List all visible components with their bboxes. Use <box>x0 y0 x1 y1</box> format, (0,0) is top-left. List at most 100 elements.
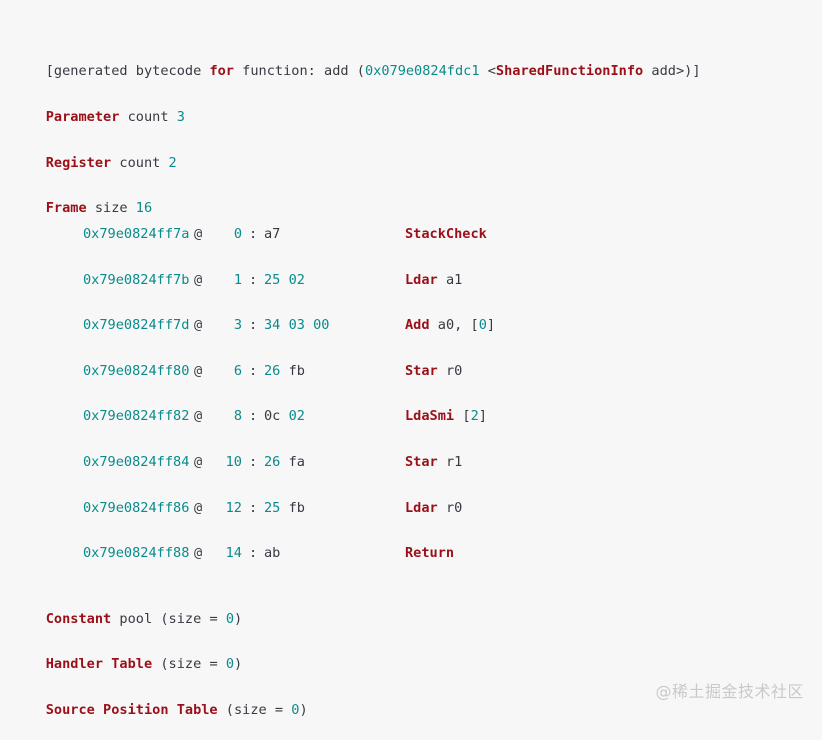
instruction-at-sign: @ <box>194 226 203 242</box>
instruction-operands: r1 <box>446 452 462 472</box>
instruction-opcode: Add <box>405 317 430 333</box>
instruction-row: 0x79e0824ff7d@3:34 03 00 Add a0, [0] <box>13 315 813 335</box>
instruction-at-sign: @ <box>194 408 203 424</box>
instruction-address: 0x79e0824ff7a <box>83 226 190 242</box>
instruction-operand: a0, [ <box>437 317 479 333</box>
instruction-byte: 02 <box>288 408 305 424</box>
instruction-operand: r0 <box>446 500 463 516</box>
instruction-address: 0x79e0824ff80 <box>83 363 190 379</box>
instruction-address: 0x79e0824ff88 <box>83 545 190 561</box>
instruction-bytes: ab <box>264 543 280 563</box>
instruction-at-sign: @ <box>194 317 203 333</box>
instruction-colon: : <box>249 317 258 333</box>
parameter-count-line: Parameter count 3 <box>13 87 185 125</box>
instruction-offset: 10 <box>225 454 242 470</box>
header-address: 0x079e0824fdc1 <box>364 63 480 79</box>
instruction-address: 0x79e0824ff7b <box>83 272 190 288</box>
instruction-bytes: 34 03 00 <box>264 315 330 335</box>
instruction-operands: r0 <box>446 361 462 381</box>
instruction-byte: 26 <box>264 454 281 470</box>
header-sfi-keyword: SharedFunctionInfo <box>495 63 644 79</box>
watermark: @稀土掘金技术社区 <box>655 682 804 701</box>
header-function-label: function: add ( <box>234 63 365 79</box>
instruction-address: 0x79e0824ff86 <box>83 500 190 516</box>
instruction-byte: ab <box>264 545 281 561</box>
instruction-byte: a7 <box>264 226 281 242</box>
instruction-address: 0x79e0824ff84 <box>83 454 190 470</box>
instruction-operand: 2 <box>470 408 479 424</box>
instruction-at-sign: @ <box>194 272 203 288</box>
instruction-byte: fa <box>288 454 305 470</box>
instruction-colon: : <box>249 272 258 288</box>
handler-table-size-value: 0 <box>225 656 235 672</box>
handler-table-label: (size = <box>152 656 226 672</box>
instruction-at-sign: @ <box>194 500 203 516</box>
instruction-bytes: a7 <box>264 224 280 244</box>
instruction-offset: 14 <box>225 545 242 561</box>
source-position-table-label: (size = <box>217 702 292 718</box>
instruction-byte: 00 <box>313 317 330 333</box>
instruction-operand: ] <box>478 408 487 424</box>
handler-table-keyword: Handler Table <box>45 656 153 672</box>
instruction-opcode: Star <box>405 454 438 470</box>
instruction-operand: ] <box>486 317 496 333</box>
instruction-at-sign: @ <box>194 454 203 470</box>
instruction-byte: 25 <box>264 500 281 516</box>
instruction-byte: 34 <box>264 317 281 333</box>
instruction-row: 0x79e0824ff84@10:26 fa Star r1 <box>13 452 813 472</box>
instruction-operand: a1 <box>446 272 463 288</box>
constant-pool-label: pool (size = <box>111 611 226 627</box>
frame-size-value: 16 <box>135 200 153 216</box>
frame-size-line: Frame size 16 <box>13 178 152 216</box>
instruction-operand: r1 <box>446 454 463 470</box>
instruction-byte: fb <box>288 500 305 516</box>
instruction-colon: : <box>249 408 258 424</box>
instruction-offset: 3 <box>233 317 242 333</box>
instruction-byte: 0c <box>264 408 281 424</box>
instruction-opcode: Ldar <box>405 500 438 516</box>
instruction-at-sign: @ <box>194 363 203 379</box>
instruction-operands: r0 <box>446 498 462 518</box>
instruction-opcode: LdaSmi <box>405 408 455 424</box>
source-position-table-close: ) <box>299 702 308 718</box>
instruction-address: 0x79e0824ff82 <box>83 408 190 424</box>
instruction-offset: 12 <box>225 500 242 516</box>
register-label: count <box>111 155 169 171</box>
instruction-opcode: StackCheck <box>405 226 487 242</box>
parameter-keyword: Parameter <box>45 109 120 125</box>
constant-pool-line: Constant pool (size = 0) <box>13 589 242 627</box>
constant-pool-close: ) <box>234 611 243 627</box>
instruction-operand: r0 <box>446 363 463 379</box>
instruction-byte: 25 <box>264 272 281 288</box>
header-suffix: add>)] <box>643 63 701 79</box>
instruction-address: 0x79e0824ff7d <box>83 317 190 333</box>
instruction-opcode: Star <box>405 363 438 379</box>
instruction-bytes: 25 fb <box>264 498 305 518</box>
instruction-offset: 6 <box>233 363 242 379</box>
instruction-operands: a0, [0] <box>438 315 495 335</box>
handler-table-close: ) <box>234 656 243 672</box>
handler-table-line: Handler Table (size = 0) <box>13 634 242 672</box>
instruction-byte: 03 <box>288 317 305 333</box>
instruction-bytes: 0c 02 <box>264 406 305 426</box>
parameter-count-value: 3 <box>176 109 185 125</box>
instruction-at-sign: @ <box>194 545 203 561</box>
instruction-colon: : <box>249 226 258 242</box>
frame-label: size <box>86 200 136 216</box>
constant-pool-size-value: 0 <box>225 611 234 627</box>
instruction-row: 0x79e0824ff86@12:25 fb Ldar r0 <box>13 498 813 518</box>
frame-keyword: Frame <box>45 200 87 216</box>
header-lt: < <box>479 63 496 79</box>
header-line: [generated bytecode for function: add (0… <box>13 41 701 79</box>
register-keyword: Register <box>45 155 112 171</box>
header-prefix: [generated bytecode <box>45 63 210 79</box>
instruction-offset: 8 <box>233 408 242 424</box>
instruction-operand: 0 <box>478 317 487 333</box>
source-position-table-size-value: 0 <box>291 702 300 718</box>
instruction-colon: : <box>249 454 258 470</box>
instruction-colon: : <box>249 500 258 516</box>
